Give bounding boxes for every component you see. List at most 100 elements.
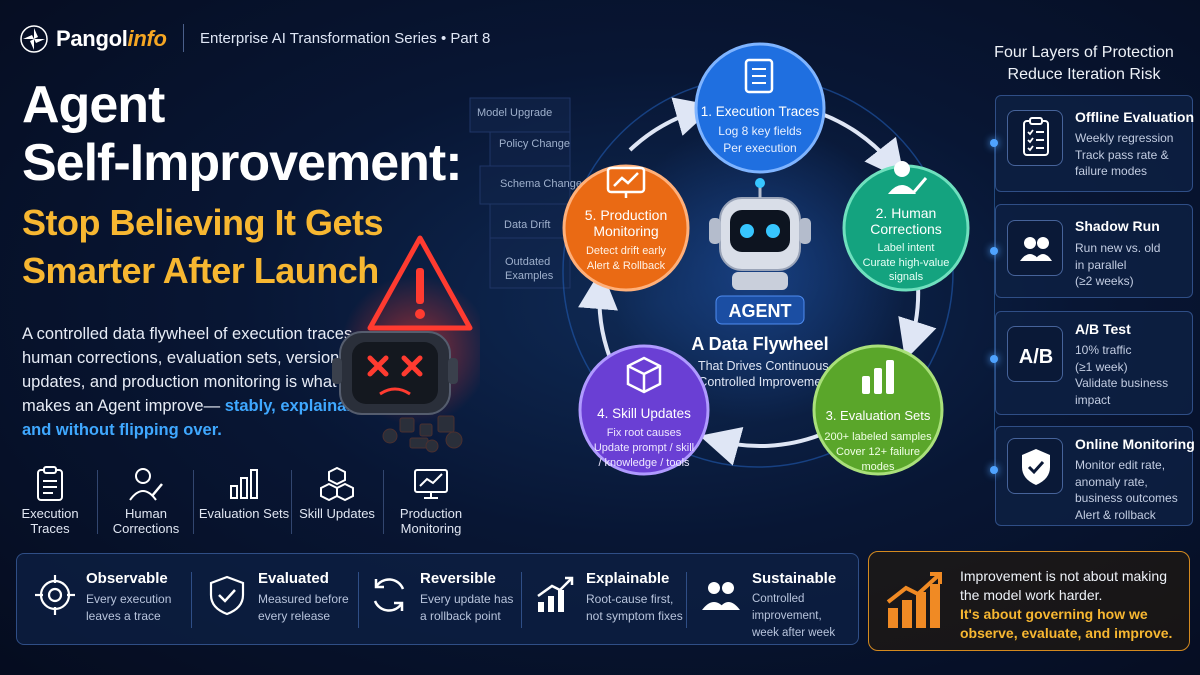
layer-title: A/B Test [1075,321,1131,337]
risk-tag-panels [469,97,571,289]
svg-text:Detect drift early: Detect drift early [586,245,667,257]
layer-icon-box [1007,438,1063,494]
bar-chart-icon [862,360,894,394]
data-flywheel-diagram: AGENT A Data Flywheel That Drives Contin… [562,42,970,476]
svg-text:Update prompt / skill: Update prompt / skill [594,442,694,454]
agent-robot-icon [709,178,811,290]
mini-item-skill-updates: Skill Updates [291,462,383,542]
page-subtitle-line-1: Stop Believing It Gets [22,202,384,243]
description-highlight: stably, explainably, and without flippin… [22,397,374,439]
layer-connector-dot [990,139,998,147]
risk-tag: Data Drift [504,219,551,231]
mini-divider [383,470,384,534]
mini-item-execution-traces: Execution Traces [4,462,96,542]
flywheel-title: A Data Flywheel [691,334,828,354]
growth-chart-icon [537,576,574,612]
cubes-icon [320,466,354,502]
bar-chart-icon [230,469,258,499]
shield-check-icon [1022,449,1050,485]
monitor-chart-icon [606,166,646,198]
warning-triangle-icon [367,235,473,331]
page-subtitle-line-2: Smarter After Launch [22,250,379,291]
document-icon [744,58,774,94]
flywheel-subtitle-2: Controlled Improvement [698,375,832,389]
cycle-arrow [628,97,716,152]
flywheel-node-human-corrections: 2. Human Corrections Label intent Curate… [842,161,970,292]
svg-text:Monitoring: Monitoring [593,223,658,239]
svg-text:Alert & Rollback: Alert & Rollback [587,260,666,272]
layer-icon-box [1007,220,1063,276]
broken-robot-head [332,331,458,415]
flywheel-node-evaluation-sets: 3. Evaluation Sets 200+ labeled samples … [812,344,944,476]
svg-text:2. Human: 2. Human [876,205,937,221]
callout-line-1: Improvement is not about making the mode… [960,568,1167,603]
principle-divider [521,572,522,628]
flywheel-subtitle-1: That Drives Continuous, [698,359,832,373]
svg-text:A/B: A/B [1019,346,1053,368]
flywheel-node-skill-updates: 4. Skill Updates Fix root causes Update … [578,344,710,476]
page-title-line-2: Self-Improvement: [22,134,463,192]
layer-connector-dot [990,355,998,363]
person-pencil-icon [129,468,163,501]
mini-divider [291,470,292,534]
flywheel-node-execution-traces: 1. Execution Traces Log 8 key fields Per… [694,42,826,174]
svg-text:Fix root causes: Fix root causes [607,427,682,439]
series-label: Enterprise AI Transformation Series • Pa… [200,30,491,47]
people-icon [1020,237,1052,261]
svg-text:200+ labeled samples: 200+ labeled samples [824,431,932,443]
mini-item-production-monitoring: Production Monitoring [385,462,477,542]
agent-badge-label: AGENT [729,301,792,321]
protection-layers-title: Four Layers of Protection Reduce Iterati… [994,44,1174,83]
layer-icon-box: A/B [1007,326,1063,382]
refresh-icon [373,578,405,612]
risk-tag: Schema Change [500,178,582,190]
layer-connector-dot [990,466,998,474]
svg-text:Cover 12+ failure: Cover 12+ failure [836,446,920,458]
risk-tag: Policy Change [499,138,570,150]
svg-text:Corrections: Corrections [870,221,942,237]
layer-description: Monitor edit rate,anomaly rate,business … [1075,458,1178,522]
svg-text:modes: modes [861,461,895,473]
header-divider [183,24,184,52]
agent-badge [715,295,805,325]
svg-text:Log 8 key fields: Log 8 key fields [718,124,801,138]
person-pencil-icon [888,161,928,194]
principle-divider [686,572,687,628]
pangolin-logo-icon [20,25,48,53]
broken-robot-illustration [332,235,480,453]
mini-divider [193,470,194,534]
shield-check-icon [209,575,245,616]
cycle-arrow [898,284,937,361]
cycle-arrow [699,427,821,466]
page-title-line-1: Agent [22,76,165,134]
principle-divider [358,572,359,628]
svg-text:/ knowledge / tools: / knowledge / tools [598,457,690,469]
svg-text:5. Production: 5. Production [585,207,668,223]
target-icon [35,575,75,615]
risk-tag: Model Upgrade [477,107,553,119]
risk-tag: Outdated [505,256,551,268]
svg-text:4. Skill Updates: 4. Skill Updates [597,406,691,421]
cycle-arrow [578,269,618,359]
brand-name: Pangolinfo [56,26,167,51]
ab-icon: A/B [1019,346,1053,368]
callout-line-2: It's about governing how we observe, eva… [960,606,1173,641]
cube-icon [626,356,662,394]
mini-item-human-corrections: Human Corrections [100,462,192,542]
svg-text:signals: signals [889,271,924,283]
flywheel-node-production-monitoring: 5. Production Monitoring Detect drift ea… [562,164,690,292]
svg-text:Per execution: Per execution [723,141,796,155]
risk-tag: Examples [505,270,554,282]
people-icon [702,582,740,610]
growth-chart-icon [886,572,942,628]
svg-text:3. Evaluation Sets: 3. Evaluation Sets [826,408,931,423]
checklist-icon [1023,117,1049,156]
